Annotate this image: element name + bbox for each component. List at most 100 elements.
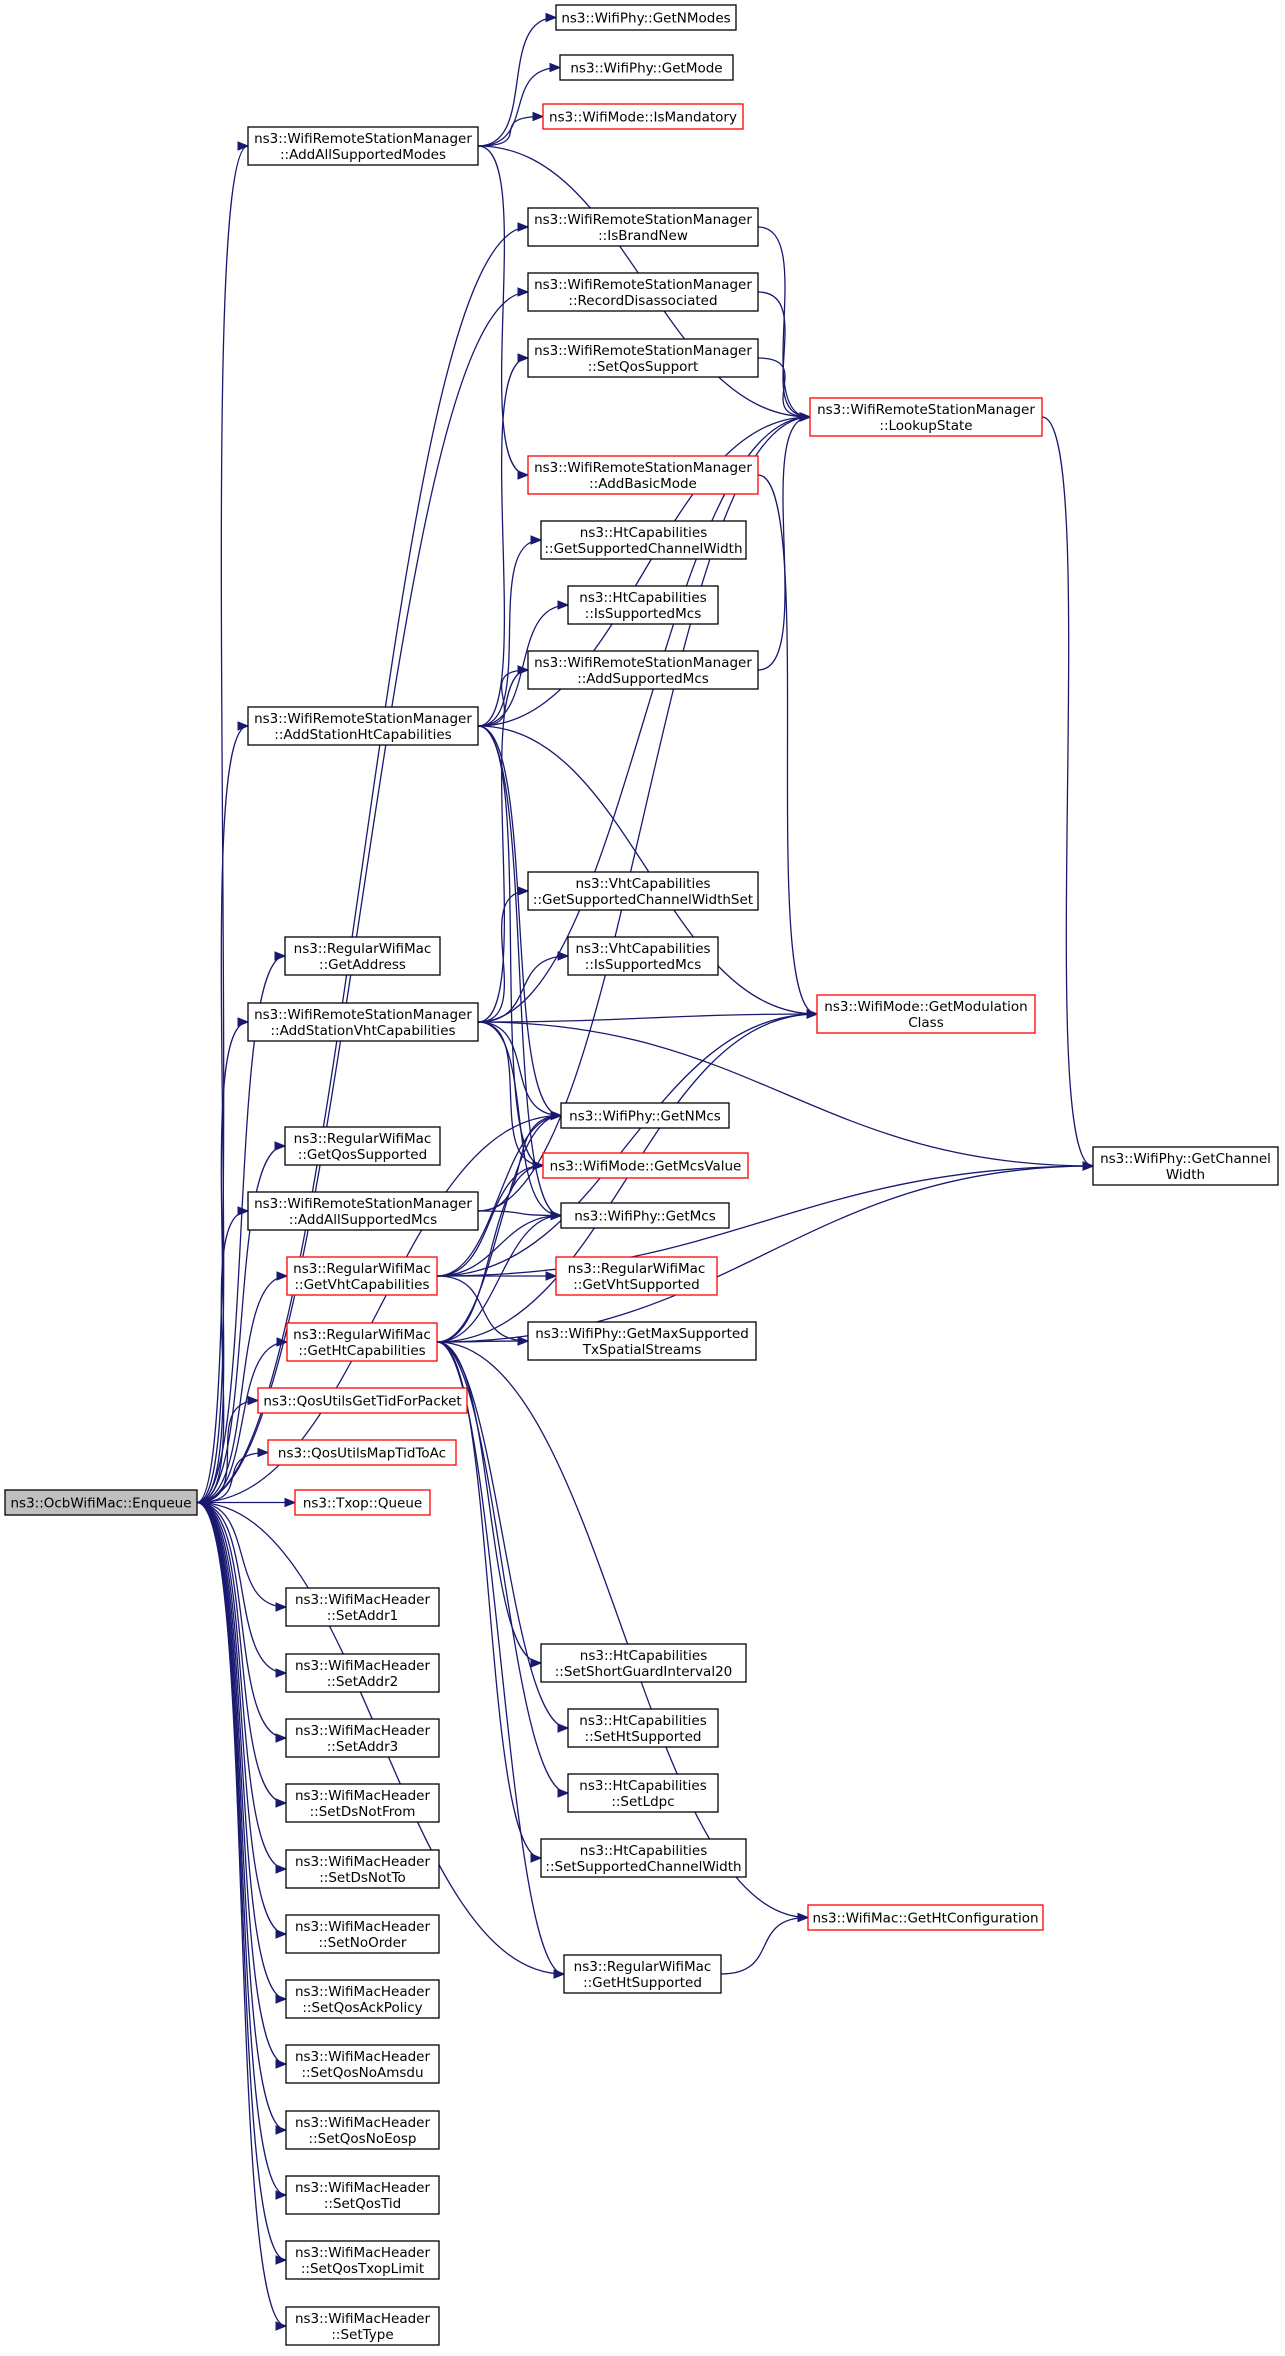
node-setNoOrder[interactable]: ns3::WifiMacHeader::SetNoOrder [285,1914,440,1954]
node-label: ns3::QosUtilsGetTidForPacket [263,1394,461,1410]
node-getVhtCapabilities[interactable]: ns3::RegularWifiMac::GetVhtCapabilities [286,1256,438,1296]
node-label: ::SetDsNotTo [319,1870,406,1886]
node-box [527,338,759,378]
node-addAllSupportedMcs[interactable]: ns3::WifiRemoteStationManager::AddAllSup… [247,1191,479,1231]
node-setType[interactable]: ns3::WifiMacHeader::SetType [285,2306,440,2346]
node-qosGetTid[interactable]: ns3::QosUtilsGetTidForPacket [257,1387,468,1414]
call-edge-enqueue-to-setQosNoEosp [196,1501,288,2135]
call-edge-enqueue-to-qosGetTid [196,1395,260,1504]
node-label: ns3::WifiPhy::GetMcs [574,1209,716,1225]
node-getHtConfiguration[interactable]: ns3::WifiMac::GetHtConfiguration [807,1904,1044,1931]
node-getMaxSupportedTx[interactable]: ns3::WifiPhy::GetMaxSupportedTxSpatialSt… [527,1321,757,1361]
node-label: ::GetVhtCapabilities [295,1277,430,1293]
node-addAllSupportedModes[interactable]: ns3::WifiRemoteStationManager::AddAllSup… [247,126,479,166]
node-addStationHt[interactable]: ns3::WifiRemoteStationManager::AddStatio… [247,706,479,746]
call-edge-addAllSupportedModes-to-getNModes [477,12,558,147]
call-edge-addStationVht-to-addSupportedMcs [477,665,530,1023]
node-box [816,994,1036,1034]
node-isBrandNew[interactable]: ns3::WifiRemoteStationManager::IsBrandNe… [527,207,759,247]
node-setQosNoAmsdu[interactable]: ns3::WifiMacHeader::SetQosNoAmsdu [285,2044,440,2084]
node-addStationVht[interactable]: ns3::WifiRemoteStationManager::AddStatio… [247,1002,479,1042]
node-vhtIsSupportedMcs[interactable]: ns3::VhtCapabilities::IsSupportedMcs [567,936,719,976]
node-getVhtSupported[interactable]: ns3::RegularWifiMac::GetVhtSupported [555,1256,718,1296]
call-edge-enqueue-to-setDsNotTo [196,1501,288,1874]
node-box [555,4,737,31]
node-label: ns3::WifiMacHeader [295,1854,431,1870]
node-htIsSupportedMcs[interactable]: ns3::HtCapabilities::IsSupportedMcs [567,585,719,625]
node-getHtCapabilities[interactable]: ns3::RegularWifiMac::GetHtCapabilities [286,1322,438,1362]
node-box [4,1489,198,1516]
node-label: ::AddBasicMode [589,476,697,492]
node-setQosAckPolicy[interactable]: ns3::WifiMacHeader::SetQosAckPolicy [285,1979,440,2019]
node-getMcs[interactable]: ns3::WifiPhy::GetMcs [560,1202,730,1229]
node-label: ::SetLdpc [611,1794,674,1810]
node-txopQueue[interactable]: ns3::Txop::Queue [294,1489,431,1516]
node-label: ns3::WifiMac::GetHtConfiguration [812,1911,1038,1927]
node-label: ns3::WifiMacHeader [295,2115,431,2131]
node-box [285,2110,440,2150]
call-edge-enqueue-to-isBrandNew [196,222,530,1504]
call-edge-getHtSupported-to-getHtConfiguration [720,1912,810,1975]
node-addBasicMode[interactable]: ns3::WifiRemoteStationManager::AddBasicM… [527,455,759,495]
node-label: ns3::HtCapabilities [579,590,706,606]
node-label: ::SetAddr2 [327,1674,399,1690]
node-isMandatory[interactable]: ns3::WifiMode::IsMandatory [542,103,744,130]
node-label: ns3::WifiPhy::GetMaxSupported [535,1326,749,1342]
node-qosMapTid[interactable]: ns3::QosUtilsMapTidToAc [267,1439,457,1466]
call-edge-enqueue-to-getVhtCapabilities [196,1271,289,1504]
node-setDsNotTo[interactable]: ns3::WifiMacHeader::SetDsNotTo [285,1849,440,1889]
call-edge-enqueue-to-setType [196,1501,288,2331]
node-getNMcs[interactable]: ns3::WifiPhy::GetNMcs [560,1102,730,1129]
node-getHtSupported[interactable]: ns3::RegularWifiMac::GetHtSupported [563,1954,722,1994]
node-label: ns3::WifiMacHeader [295,1723,431,1739]
node-label: ::SetQosNoEosp [309,2131,417,2147]
node-box [540,1643,747,1683]
function-nodes: ns3::OcbWifiMac::Enqueue ns3::WifiRemoteS… [4,4,1279,2346]
node-setQosNoEosp[interactable]: ns3::WifiMacHeader::SetQosNoEosp [285,2110,440,2150]
node-addSupportedMcs[interactable]: ns3::WifiRemoteStationManager::AddSuppor… [527,650,759,690]
node-htGetSupportedChannelWidth[interactable]: ns3::HtCapabilities::GetSupportedChannel… [540,520,747,560]
node-getAddress[interactable]: ns3::RegularWifiMac::GetAddress [284,936,441,976]
node-lookupState[interactable]: ns3::WifiRemoteStationManager::LookupSta… [809,397,1043,437]
node-label: ns3::WifiRemoteStationManager [254,1196,472,1212]
node-setQosTxopLimit[interactable]: ns3::WifiMacHeader::SetQosTxopLimit [285,2240,440,2280]
node-box [540,520,747,560]
node-setLdpc[interactable]: ns3::HtCapabilities::SetLdpc [567,1773,719,1813]
node-label: ns3::VhtCapabilities [575,876,710,892]
node-setDsNotFrom[interactable]: ns3::WifiMacHeader::SetDsNotFrom [285,1783,440,1823]
node-setAddr3[interactable]: ns3::WifiMacHeader::SetAddr3 [285,1718,440,1758]
node-setAddr1[interactable]: ns3::WifiMacHeader::SetAddr1 [285,1587,440,1627]
node-setShortGI[interactable]: ns3::HtCapabilities::SetShortGuardInterv… [540,1643,747,1683]
call-edge-getHtCapabilities-to-getHtSupported [436,1341,566,1979]
node-label: ns3::OcbWifiMac::Enqueue [10,1496,191,1512]
node-setQosTid[interactable]: ns3::WifiMacHeader::SetQosTid [285,2175,440,2215]
node-setHtSupported[interactable]: ns3::HtCapabilities::SetHtSupported [567,1708,719,1748]
node-box [285,1783,440,1823]
node-getNModes[interactable]: ns3::WifiPhy::GetNModes [555,4,737,31]
node-label: ::SetShortGuardInterval20 [555,1664,733,1680]
node-setSupportedChannelWidth[interactable]: ns3::HtCapabilities::SetSupportedChannel… [540,1838,747,1878]
node-label: ::SetHtSupported [585,1729,702,1745]
node-box [286,1322,438,1362]
node-label: ns3::WifiPhy::GetChannel [1100,1151,1271,1167]
call-edge-addStationHt-to-htIsSupportedMcs [477,600,570,727]
call-edge-addAllSupportedModes-to-getMode [477,62,562,147]
node-getQosSupported[interactable]: ns3::RegularWifiMac::GetQosSupported [284,1126,441,1166]
node-label: ::RecordDisassociated [568,293,717,309]
node-label: ns3::WifiMode::GetMcsValue [550,1159,742,1175]
node-getMcsValue[interactable]: ns3::WifiMode::GetMcsValue [542,1152,749,1179]
node-label: ::GetQosSupported [298,1147,427,1163]
node-vhtGetSupportedChannelWidthSet[interactable]: ns3::VhtCapabilities::GetSupportedChanne… [527,871,759,911]
call-edge-enqueue-to-setAddr1 [196,1501,288,1612]
node-setAddr2[interactable]: ns3::WifiMacHeader::SetAddr2 [285,1653,440,1693]
node-setQosSupport[interactable]: ns3::WifiRemoteStationManager::SetQosSup… [527,338,759,378]
node-getMode[interactable]: ns3::WifiPhy::GetMode [559,54,734,81]
node-enqueue[interactable]: ns3::OcbWifiMac::Enqueue [4,1489,198,1516]
call-edge-addStationHt-to-setQosSupport [477,353,530,727]
node-recordDisassociated[interactable]: ns3::WifiRemoteStationManager::RecordDis… [527,272,759,312]
node-label: ns3::WifiMacHeader [295,1919,431,1935]
node-box [527,207,759,247]
